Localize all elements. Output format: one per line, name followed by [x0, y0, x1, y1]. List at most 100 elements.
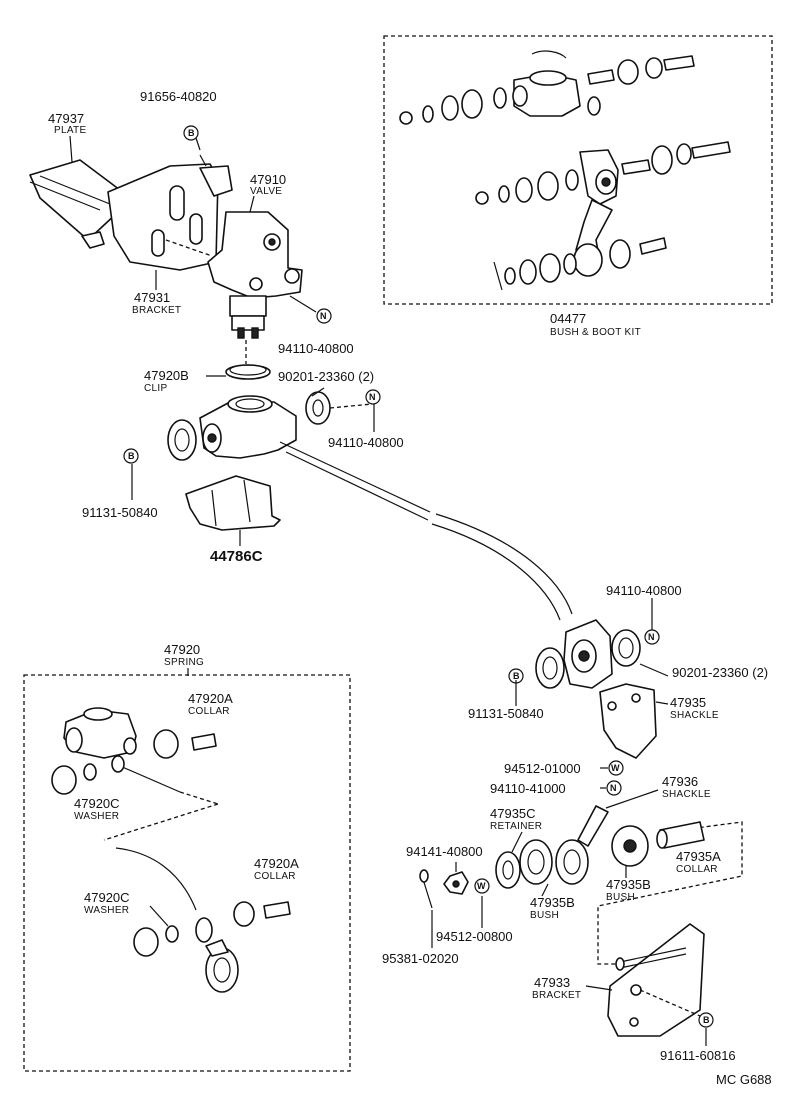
symbol-circle-94110-a	[316, 308, 332, 324]
leader-47936	[605, 789, 659, 809]
label-91131-b-number: 91131-50840	[468, 706, 544, 721]
label-94512-a-number: 94512-01000	[504, 761, 581, 776]
label-47920C-b-caption: WASHER	[84, 905, 129, 916]
bush-retainer-drawing	[495, 821, 705, 889]
label-47935B-a-caption: BUSH	[530, 910, 559, 921]
leader-90201-a	[311, 387, 325, 397]
dash-link-plate-valve	[165, 239, 213, 257]
symbol-94110-d: N	[610, 783, 617, 793]
label-47920A-a-number: 47920A	[188, 691, 233, 706]
leader-47935B-a	[541, 883, 549, 897]
symbol-circle-91656	[183, 125, 199, 141]
symbol-94110-a: N	[320, 311, 327, 321]
connecting-rod-drawing	[279, 441, 573, 621]
leader-47910	[249, 195, 255, 213]
leader-47935	[655, 701, 669, 705]
label-47910-number: 47910	[250, 172, 286, 187]
label-47937-caption: PLATE	[54, 125, 86, 136]
label-47931-caption: BRACKET	[132, 305, 181, 316]
symbol-94110-b: N	[369, 392, 376, 402]
label-47935B-a-number: 47935B	[530, 895, 575, 910]
leader-90201-b	[639, 663, 669, 677]
label-47935A-caption: COLLAR	[676, 864, 718, 875]
label-47920-caption: SPRING	[164, 657, 204, 668]
symbol-94512-b: W	[477, 881, 486, 891]
label-91131-a-number: 91131-50840	[82, 505, 158, 520]
label-94110-b-number: 94110-40800	[328, 435, 404, 450]
label-47920C-a-caption: WASHER	[74, 811, 119, 822]
shackle-47936-drawing	[555, 805, 609, 885]
label-04477-caption: BUSH & BOOT KIT	[550, 327, 641, 338]
label-47920A-b-caption: COLLAR	[254, 871, 296, 882]
label-47935-number: 47935	[670, 695, 706, 710]
dash-bracket-bolt	[639, 989, 701, 1017]
rod-end-joint-drawing	[535, 619, 641, 689]
label-94110-a-number: 94110-40800	[278, 341, 354, 356]
label-95381-number: 95381-02020	[382, 951, 459, 966]
symbol-circle-91131-b	[508, 668, 524, 684]
label-91656-number: 91656-40820	[140, 89, 217, 104]
label-91611-number: 91611-60816	[660, 1048, 736, 1063]
lower-housing-drawing	[167, 391, 331, 461]
label-47935C-number: 47935C	[490, 806, 536, 821]
shackle-47935-drawing	[599, 683, 657, 759]
label-47936-number: 47936	[662, 774, 698, 789]
bracket-44786C-drawing	[185, 475, 281, 531]
symbol-circle-94110-b	[365, 389, 381, 405]
symbol-circle-94512-b	[474, 878, 490, 894]
symbol-91656: B	[188, 128, 195, 138]
symbol-circle-91611	[698, 1012, 714, 1028]
label-47935B-b-number: 47935B	[606, 877, 651, 892]
kit-04477-drawing	[399, 50, 731, 291]
symbol-91131-b: B	[513, 671, 520, 681]
label-47933-caption: BRACKET	[532, 990, 581, 1001]
symbol-94512-a: W	[611, 763, 620, 773]
bush-boot-kit-box	[383, 35, 773, 305]
label-47920C-a-number: 47920C	[74, 796, 120, 811]
plate-bracket-drawing	[29, 137, 233, 271]
symbol-circle-94512-a	[608, 760, 624, 776]
valve-drawing	[207, 211, 303, 339]
label-94141-number: 94141-40800	[406, 844, 483, 859]
collar-dashed-callout	[597, 821, 743, 965]
label-47936-caption: SHACKLE	[662, 789, 711, 800]
label-94512-b-number: 94512-00800	[436, 929, 513, 944]
leader-47937	[69, 135, 73, 163]
label-90201-b-number: 90201-23360 (2)	[672, 665, 768, 680]
label-90201-a-number: 90201-23360 (2)	[278, 369, 374, 384]
leader-47920C-b	[149, 905, 169, 927]
symbol-circle-94110-d	[606, 780, 622, 796]
spring-kit-box	[23, 674, 351, 1072]
leader-47933	[585, 985, 613, 991]
symbol-91131-a: B	[128, 451, 135, 461]
symbol-circle-91131-a	[123, 448, 139, 464]
label-47935C-caption: RETAINER	[490, 821, 542, 832]
label-47937-number: 47937	[48, 111, 84, 126]
label-47920A-b-number: 47920A	[254, 856, 299, 871]
leader-94110-a	[289, 295, 317, 313]
label-94110-c-number: 94110-40800	[606, 583, 682, 598]
label-47935A-number: 47935A	[676, 849, 721, 864]
label-47935B-b-caption: BUSH	[606, 892, 635, 903]
footer-code: MC G688	[716, 1072, 772, 1087]
label-47920A-a-caption: COLLAR	[188, 706, 230, 717]
label-44786C-number: 44786C	[210, 548, 263, 565]
label-47920-number: 47920	[164, 642, 200, 657]
symbol-circle-94110-c	[644, 629, 660, 645]
dash-washer-ring	[329, 403, 373, 409]
label-47933-number: 47933	[534, 975, 570, 990]
label-04477-number: 04477	[550, 311, 586, 326]
label-47920C-b-number: 47920C	[84, 890, 130, 905]
leader-47935C	[511, 831, 523, 853]
label-47920B-caption: CLIP	[144, 383, 167, 394]
symbol-94110-c: N	[648, 632, 655, 642]
nut-washer-pin-drawing	[419, 869, 469, 909]
clip-drawing	[225, 364, 271, 380]
label-47920B-number: 47920B	[144, 368, 189, 383]
label-47910-caption: VALVE	[250, 186, 282, 197]
label-94110-d-number: 94110-41000	[490, 781, 566, 796]
symbol-91611: B	[703, 1015, 710, 1025]
bracket-47933-drawing	[607, 923, 705, 1037]
label-47935-caption: SHACKLE	[670, 710, 719, 721]
